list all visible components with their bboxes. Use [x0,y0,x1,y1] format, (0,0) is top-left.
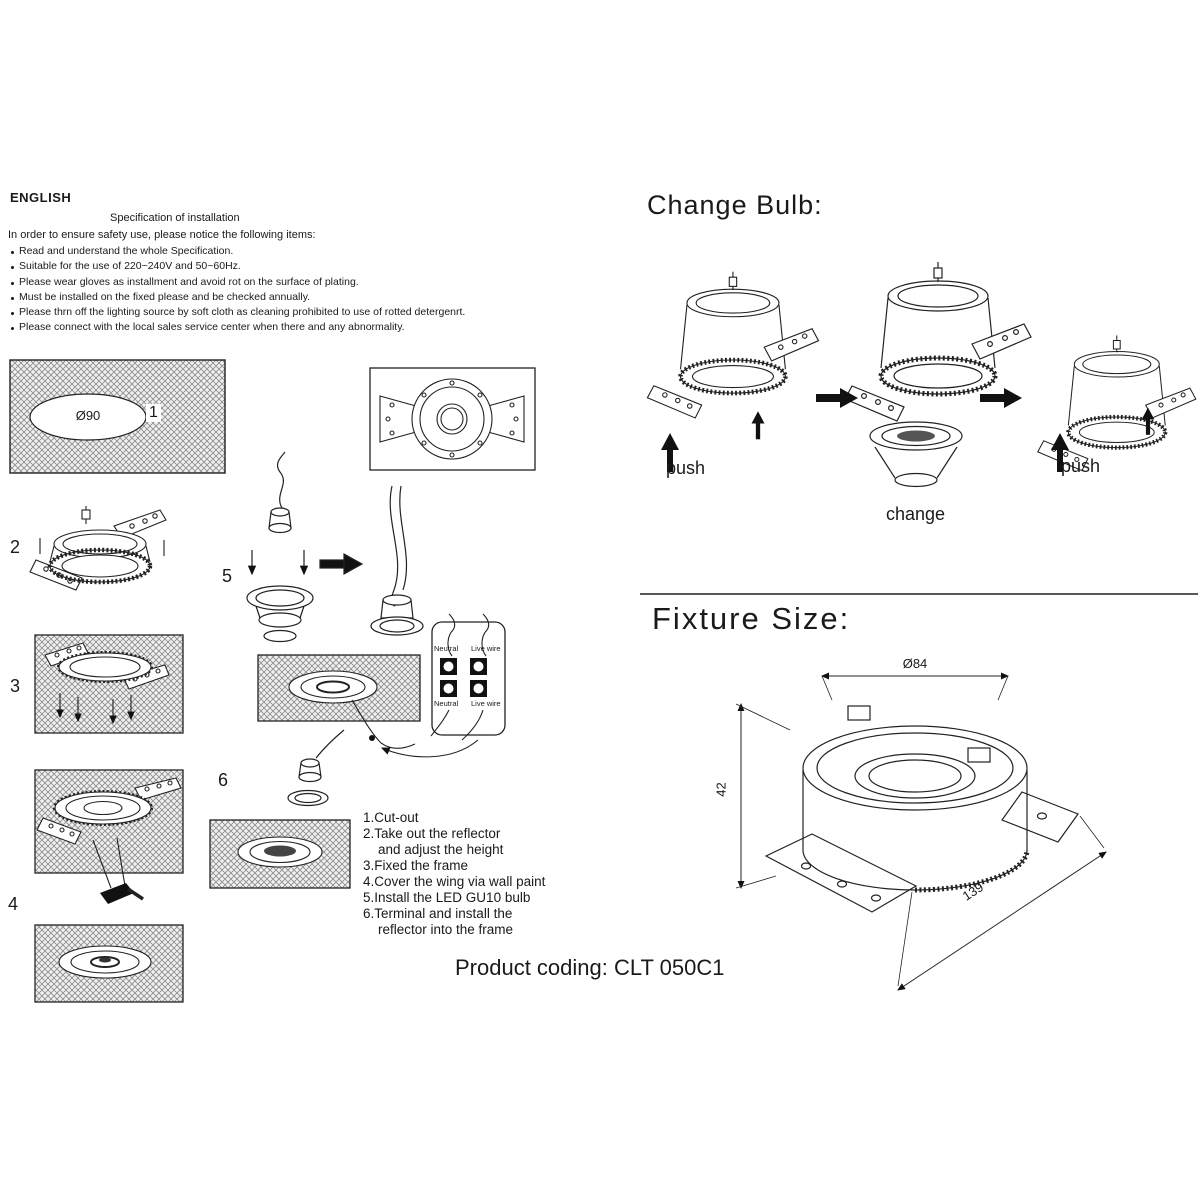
safety-item-text: Must be installed on the fixed please an… [19,290,311,303]
instruction-line: 2.Take out the reflector [363,826,501,841]
wiring-terminal-diagram [257,613,506,758]
dim-height-label: 42 [713,782,729,797]
bullet-icon [11,281,14,285]
safety-item-text: Read and understand the whole Specificat… [19,245,234,257]
instruction-line: 6.Terminal and install the [363,906,513,921]
step-number-5: 5 [222,566,233,586]
safety-item-text: Please thrn off the lighting source by s… [19,306,466,319]
bullet-icon [11,251,14,254]
step3-fix-frame-diagram [34,634,184,734]
change-bulb-sequence-diagram [647,262,1195,488]
instruction-line: and adjust the height [378,842,504,857]
push-label: push [1061,456,1101,476]
change-label: change [886,504,946,524]
bullet-icon [11,266,14,270]
step-number-4: 4 [8,894,19,914]
safety-item: Read and understand the whole Specificat… [8,245,465,260]
safety-item: Please thrn off the lighting source by s… [8,306,465,321]
dim-diameter-label: Ø84 [902,656,928,671]
reflector-diagram [869,421,963,488]
wiring-label-neutral: Neutral [434,699,459,708]
safety-item: Please connect with the local sales serv… [8,321,465,336]
bullet-icon [11,327,14,331]
product-coding: Product coding: CLT 050C1 [455,955,725,980]
push-label: push [666,458,706,478]
step-number-1: 1 [146,404,161,422]
instruction-list: 1.Cut-out 2.Take out the reflector and a… [363,810,545,938]
safety-list: Read and understand the whole Specificat… [8,245,465,337]
bullet-icon [11,312,14,316]
cutout-diameter-label: Ø90 [75,408,101,423]
safety-intro: In order to ensure safety use, please no… [8,229,316,241]
bullet-icon [11,296,14,300]
spec-title: Specification of installation [110,212,240,224]
step5-bulb-diagram [246,451,424,643]
wiring-label-live: Live wire [471,644,501,653]
language-heading: ENGLISH [10,190,72,205]
frame-front-view-diagram [369,367,536,471]
safety-item: Please wear gloves as installment and av… [8,276,465,291]
wiring-label-neutral: Neutral [434,644,459,653]
step6-reflector-diagram [287,729,345,807]
instruction-line: 3.Fixed the frame [363,858,469,873]
instruction-line: 5.Install the LED GU10 bulb [363,890,531,905]
step-number-3: 3 [10,676,21,696]
step2-frame-diagram [29,506,167,591]
step4-result-diagram [34,924,184,1003]
fixture-size-diagram [735,672,1107,991]
change-bulb-title: Change Bulb: [647,190,823,220]
instruction-line: 1.Cut-out [363,810,419,825]
safety-item: Must be installed on the fixed please an… [8,291,465,306]
wiring-label-live: Live wire [471,699,501,708]
fixture-size-title: Fixture Size: [652,601,851,636]
safety-item-text: Please connect with the local sales serv… [19,321,405,334]
safety-item-text: Suitable for the use of 220~240V and 50~… [19,260,241,273]
step-number-2: 2 [10,537,21,557]
installed-fixture-diagram [209,819,351,889]
step4-paint-diagram [34,769,184,904]
safety-item: Suitable for the use of 220~240V and 50~… [8,260,465,275]
instruction-line: reflector into the frame [378,922,514,937]
safety-item-text: Please wear gloves as installment and av… [19,275,359,288]
instruction-line: 4.Cover the wing via wall paint [363,874,546,889]
step-number-6: 6 [218,770,229,790]
step1-cutout-diagram [9,359,226,474]
